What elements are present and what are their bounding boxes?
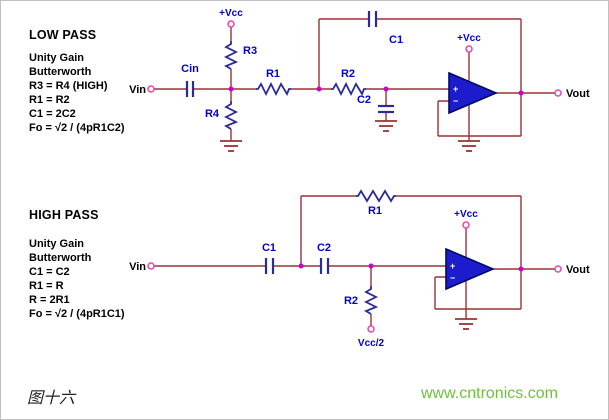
opamp: [445, 247, 496, 291]
r2-label: R2: [341, 68, 355, 80]
vout-terminal: [554, 89, 562, 97]
note-line: R1 = R2: [29, 94, 70, 106]
vcc-bias-terminal: [227, 20, 235, 28]
capacitor-c2: [319, 258, 330, 274]
junction-dot: [368, 263, 374, 269]
vin-label: Vin: [129, 84, 146, 96]
vcc-opamp-terminal: [462, 221, 470, 229]
vin-terminal: [147, 262, 155, 270]
section-title: HIGH PASS: [29, 208, 99, 222]
note-line: C1 = 2C2: [29, 108, 76, 120]
note-line: Unity Gain: [29, 52, 85, 64]
note-line: C1 = C2: [29, 266, 70, 278]
vcc-opamp-label: +Vcc: [457, 33, 481, 44]
r1-label: R1: [368, 205, 382, 217]
resistor-r2: [363, 286, 379, 315]
vout-terminal: [554, 265, 562, 273]
capacitor-c2: [378, 104, 394, 114]
cin-label: Cin: [181, 63, 199, 75]
vcc-half-terminal: [367, 325, 375, 333]
section-title: LOW PASS: [29, 28, 97, 42]
vcc-opamp-terminal: [465, 45, 473, 53]
vcc-half-label: Vcc/2: [358, 338, 385, 349]
opamp-plus-sign: +: [450, 261, 455, 271]
resistor-r3: [223, 41, 239, 70]
capacitor-c1: [367, 11, 378, 27]
resistor-r2: [331, 81, 366, 97]
opamp-plus-sign: +: [453, 84, 458, 94]
capacitor-c1: [264, 258, 275, 274]
ground-opamp: [455, 318, 477, 330]
wires: [151, 195, 558, 326]
resistor-r1: [256, 81, 291, 97]
r3-label: R3: [243, 45, 257, 57]
vin-label: Vin: [129, 261, 146, 273]
ground-opamp: [458, 140, 480, 152]
note-line: R3 = R4 (HIGH): [29, 80, 108, 92]
capacitor-cin: [185, 81, 195, 97]
wires: [151, 18, 558, 141]
junction-dot: [518, 90, 524, 96]
junction-dot: [298, 263, 304, 269]
junction-dot: [518, 266, 524, 272]
opamp-minus-sign: −: [453, 96, 458, 106]
vout-label: Vout: [566, 88, 590, 100]
high-pass-notes: Unity Gain Butterworth C1 = C2 R1 = R R …: [29, 237, 125, 321]
website-watermark[interactable]: www.cntronics.com: [421, 385, 558, 402]
c2-label: C2: [317, 242, 331, 254]
c1-label: C1: [262, 242, 276, 254]
opamp: [448, 71, 499, 115]
junction-dot: [316, 86, 322, 92]
note-line: Butterworth: [29, 252, 92, 264]
high-pass-circuit: + − Vin C1 C2 R1 +Vcc R2 Vcc/2 Vout: [129, 189, 590, 349]
c1-label: C1: [389, 34, 403, 46]
note-line: Butterworth: [29, 66, 92, 78]
note-line: R1 = R: [29, 280, 64, 292]
low-pass-circuit: + − Vin Cin +Vcc R3 R4 R1 R2 C1 C2 +Vcc …: [129, 8, 590, 152]
vin-terminal: [147, 85, 155, 93]
vout-label: Vout: [566, 264, 590, 276]
vcc-opamp-label: +Vcc: [454, 209, 478, 220]
resistor-r4: [223, 101, 239, 130]
r2-label: R2: [344, 295, 358, 307]
low-pass-title: LOW PASS: [29, 26, 96, 44]
c2-label: C2: [357, 94, 371, 106]
low-pass-notes: Unity Gain Butterworth R3 = R4 (HIGH) R1…: [29, 51, 125, 135]
figure-caption: 图十六: [27, 390, 76, 407]
junction-dot: [228, 86, 234, 92]
note-line: Unity Gain: [29, 238, 85, 250]
resistor-r1: [356, 189, 396, 203]
vcc-bias-label: +Vcc: [219, 8, 243, 19]
r4-label: R4: [205, 108, 220, 120]
note-line: R = 2R1: [29, 294, 70, 306]
ground-r4: [220, 140, 242, 152]
note-line: Fo = √2 / (4pR1C1): [29, 308, 125, 320]
note-line: Fo = √2 / (4pR1C2): [29, 122, 125, 134]
ground-c2: [375, 120, 397, 132]
r1-label: R1: [266, 68, 280, 80]
junction-dot: [383, 86, 389, 92]
high-pass-title: HIGH PASS: [29, 206, 99, 224]
opamp-minus-sign: −: [450, 273, 455, 283]
